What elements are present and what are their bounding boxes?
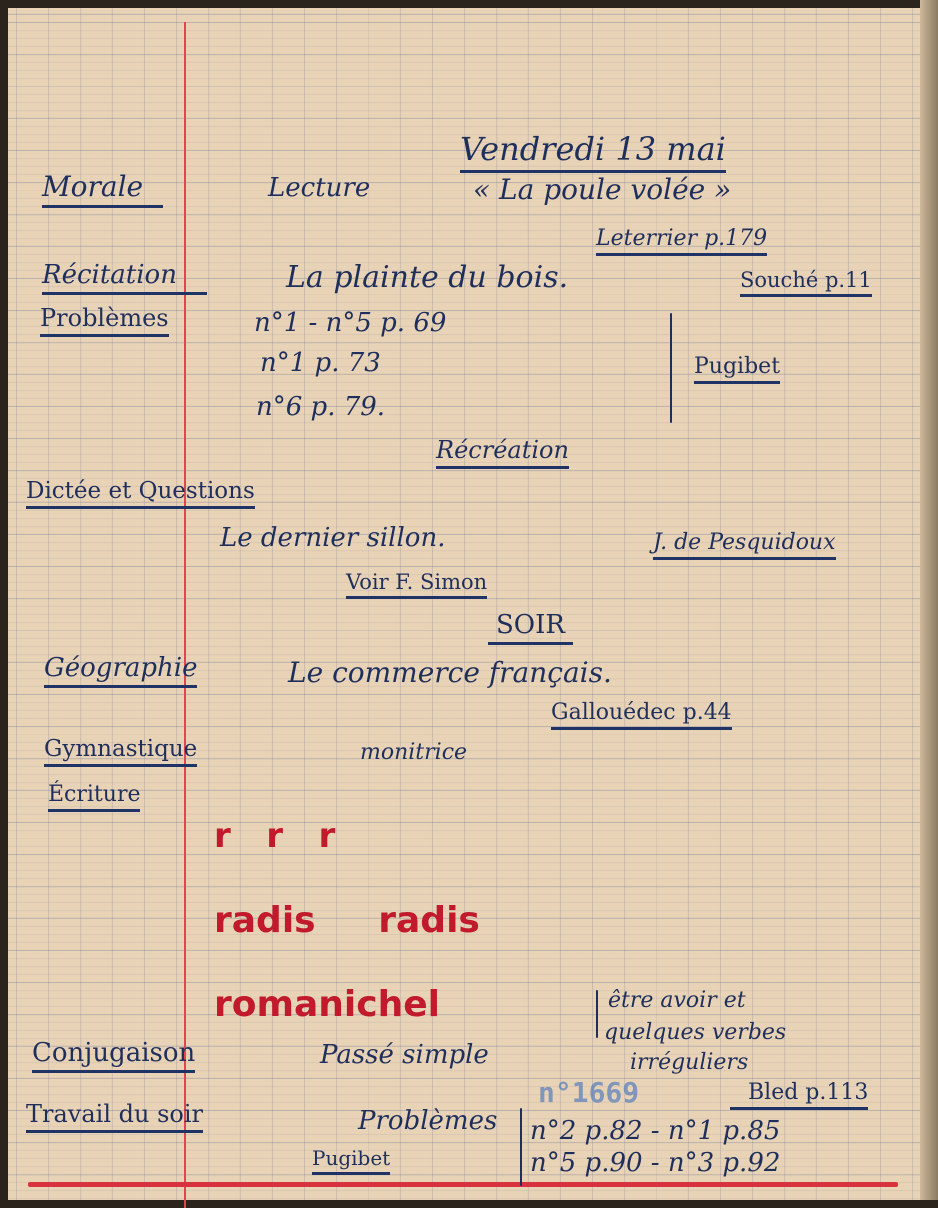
label-problemes: Problèmes [40,304,169,337]
geographie-title: Le commerce français. [288,656,612,689]
margin-line [184,22,186,1208]
brace [520,1108,522,1186]
ecriture-line-3: romanichel [214,984,440,1025]
dictee-title: Le dernier sillon. [220,523,446,553]
page-edge [920,0,938,1200]
lecture-ref: Leterrier p.179 [596,226,768,256]
conjugaison-ref: Bled p.113 [730,1080,869,1110]
conjugaison-title: Passé simple [320,1040,489,1070]
conjugaison-note-2: quelques verbes [604,1020,787,1045]
problemes-ref: Pugibet [694,354,781,384]
date-heading: Vendredi 13 mai [460,130,726,173]
label-dictee: Dictée et Questions [26,478,255,509]
lecture-label: Lecture [268,173,371,203]
travail-line-1: n°2 p.82 - n°1 p.85 [530,1116,781,1146]
dictee-ref: Voir F. Simon [346,570,488,599]
problemes-line-1: n°1 - n°5 p. 69 [254,308,447,338]
travail-title: Problèmes [358,1106,498,1136]
ecriture-line-2: radis radis [214,900,480,941]
label-ecriture: Écriture [48,782,141,812]
label-recitation: Récitation [42,260,207,295]
travail-ref: Pugibet [312,1146,391,1175]
brace [670,313,672,423]
recitation-title: La plainte du bois. [286,260,569,295]
label-conjugaison: Conjugaison [32,1038,196,1073]
recreation-heading: Récréation [436,436,569,469]
notebook-page: Vendredi 13 mai Morale Lecture « La poul… [8,8,923,1208]
lecture-title: « La poule volée » [473,173,732,206]
recitation-ref: Souché p.11 [740,268,872,297]
geographie-ref: Gallouédec p.44 [551,700,732,730]
bottom-red-line [28,1182,898,1187]
conjugaison-note-1: être avoir et [608,988,746,1013]
label-travail: Travail du soir [26,1100,203,1133]
ecriture-line-1: r r r [214,816,336,856]
travail-line-2: n°5 p.90 - n°3 p.92 [530,1148,781,1178]
label-gymnastique: Gymnastique [44,736,198,767]
gymnastique-note: monitrice [360,740,468,765]
soir-heading: SOIR [488,610,573,645]
conjugaison-note-3: irréguliers [630,1050,749,1075]
label-morale: Morale [42,170,164,208]
dictee-author: J. de Pesquidoux [653,530,836,560]
problemes-line-3: n°6 p. 79. [256,392,386,422]
label-geographie: Géographie [44,653,198,688]
stamp: n°1669 [538,1076,640,1109]
brace [596,990,598,1038]
problemes-line-2: n°1 p. 73 [260,348,381,378]
